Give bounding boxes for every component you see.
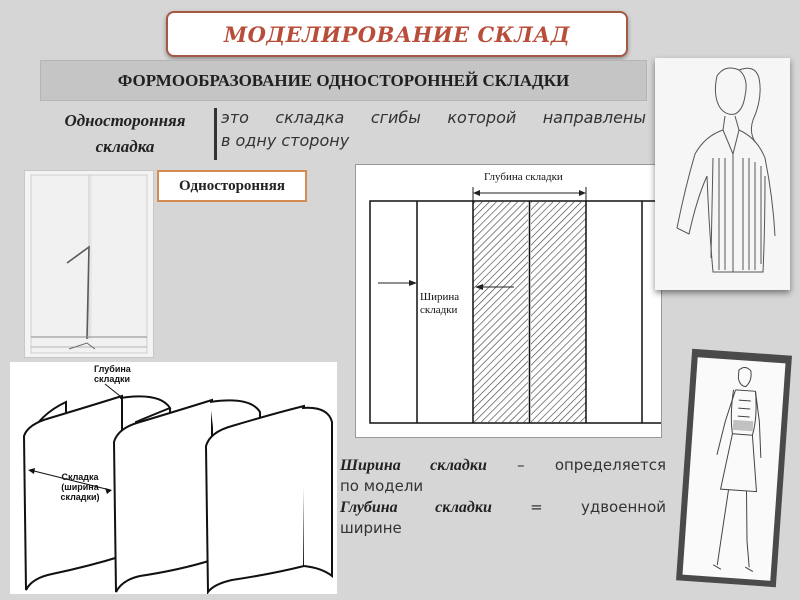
pleat-fold-line-3: складки) (60, 492, 100, 502)
pleat-fold-line-2: (ширина (61, 482, 99, 492)
note-width-line-2: по модели (340, 477, 424, 495)
width-label-line-2: складки (420, 304, 458, 316)
definition-line-1: это складка сгибы которой направлены (221, 108, 646, 127)
note-depth-term: Глубина складки (340, 499, 492, 516)
notes-block: Ширина складки – определяется по модели … (340, 455, 666, 539)
term-line-1: Односторонняя (64, 111, 186, 130)
width-label-line-1: Ширина (420, 291, 460, 303)
note-width-text: – определяется (486, 456, 667, 474)
subtitle-bar: ФОРМООБРАЗОВАНИЕ ОДНОСТОРОННЕЙ СКЛАДКИ (40, 60, 647, 101)
slide-subtitle: ФОРМООБРАЗОВАНИЕ ОДНОСТОРОННЕЙ СКЛАДКИ (117, 70, 570, 90)
type-badge: Односторонняя (157, 170, 307, 202)
note-depth-line-1: Глубина складки = удвоенной (340, 497, 666, 518)
fashion-sketch-figure-drawing (713, 367, 762, 572)
pleat-schematic-drawing (369, 187, 661, 424)
pleat-3d-drawing (22, 383, 333, 594)
note-width-line-1: Ширина складки – определяется (340, 455, 666, 476)
fabric-photo (24, 170, 154, 358)
fashion-sketch-shirt-drawing (676, 67, 776, 273)
fabric-photo-drawing (30, 174, 148, 354)
pleat-schematic: Глубина складки Ширина складки (355, 164, 662, 438)
definition-text: это складка сгибы которой направлены в о… (221, 106, 646, 152)
note-width-term: Ширина складки (340, 457, 487, 474)
fashion-sketch-figure (682, 357, 786, 581)
pleat-depth-line-1: Глубина (94, 364, 131, 374)
title-box: МОДЕЛИРОВАНИЕ СКЛАД (166, 11, 628, 57)
slide-title: МОДЕЛИРОВАНИЕ СКЛАД (223, 21, 571, 47)
term-divider (214, 108, 217, 160)
note-depth-text: = удвоенной (491, 498, 667, 516)
term-label: Односторонняя складка (50, 108, 200, 160)
pleat-depth-line-2: складки (94, 374, 131, 384)
term-line-2: складка (95, 137, 155, 156)
depth-label: Глубина складки (484, 171, 563, 183)
pleat-3d-illustration: Глубина складки Складка (ширина складки) (10, 362, 337, 594)
fashion-sketch-shirt (655, 58, 790, 290)
definition-line-2: в одну сторону (221, 131, 350, 150)
pleat-fold-line-1: Складка (61, 472, 99, 482)
note-depth-line-2: ширине (340, 519, 402, 537)
